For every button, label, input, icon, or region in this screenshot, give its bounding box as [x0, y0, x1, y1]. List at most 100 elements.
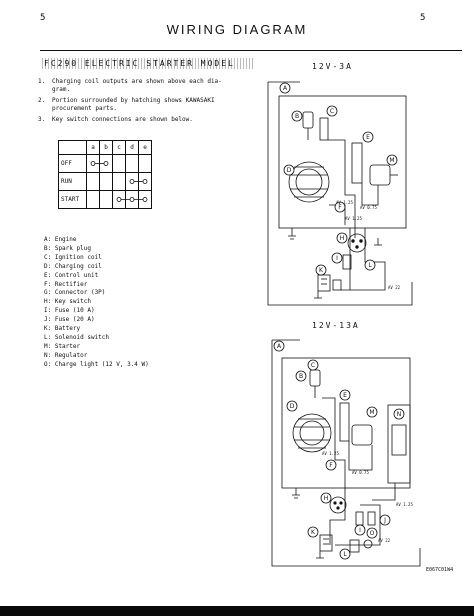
frame-line — [267, 82, 413, 306]
marker-badge: N — [393, 408, 405, 420]
note-number: 2. — [38, 97, 46, 104]
charge-light-shape — [363, 539, 373, 549]
marker-letter: C — [330, 108, 334, 115]
wire-label: AV 1.25 — [345, 216, 362, 221]
marker-badge: K — [315, 264, 327, 276]
marker-letter: E — [366, 134, 370, 141]
engine-enclosure — [278, 95, 407, 229]
frame-line — [271, 340, 421, 567]
legend-item: K: Battery — [44, 325, 81, 333]
switch-terminal — [142, 179, 148, 184]
marker-badge: E — [362, 131, 374, 143]
marker-badge: B — [291, 110, 303, 122]
legend-item: C: Ignition coil — [44, 253, 102, 261]
starter-motor-shape — [351, 424, 373, 446]
switch-terminal — [116, 197, 122, 202]
marker-letter: C — [311, 362, 315, 369]
note-number: 3. — [38, 116, 46, 123]
note-text: Key switch connections are shown below. — [52, 116, 193, 123]
key-switch-table: a b c d e OFF RUN START — [58, 140, 152, 209]
notes-list: 1. Charging coil outputs are shown above… — [38, 78, 238, 127]
marker-badge: I — [331, 252, 343, 264]
note-text: Portion surrounded by hatching shows KAW… — [52, 97, 215, 112]
wire-label: AV 1.25 — [396, 502, 413, 507]
marker-badge: M — [386, 154, 398, 166]
wire-label: AV 1.25 — [322, 451, 339, 456]
marker-badge: D — [286, 400, 298, 412]
marker-badge: A — [279, 82, 291, 94]
wire-label: AV 0.75 — [360, 205, 377, 210]
legend-item: D: Charging coil — [44, 262, 102, 270]
control-unit-shape — [351, 142, 363, 184]
switch-terminal — [103, 161, 109, 166]
marker-badge: A — [273, 340, 285, 352]
marker-letter: E — [343, 392, 347, 399]
legend-item: E: Control unit — [44, 271, 99, 279]
marker-letter: O — [370, 530, 375, 537]
marker-letter: H — [324, 495, 329, 502]
legend-item: N: Regulator — [44, 351, 88, 359]
control-unit-shape — [339, 402, 350, 442]
table-header-cell: e — [138, 140, 152, 155]
marker-letter: J — [383, 517, 386, 524]
legend-item: H: Key switch — [44, 298, 91, 306]
wire-label: AV 1.25 — [336, 200, 353, 205]
legend-item: M: Starter — [44, 342, 81, 350]
page-number-left: 5 — [40, 13, 46, 23]
diagram-top — [267, 81, 413, 306]
page-number-right: 5 — [420, 13, 426, 23]
fuse-shape — [355, 511, 364, 526]
charging-coil-shape — [292, 413, 332, 453]
diagram-bottom-heading: 12V-13A — [312, 321, 360, 330]
fuse-shape — [342, 254, 352, 270]
marker-badge: M — [366, 406, 378, 418]
fuse-shape — [367, 511, 376, 526]
marker-badge: O — [366, 527, 378, 539]
switch-terminal — [142, 197, 148, 202]
legend-item: O: Charge light (12 V, 3.4 W) — [44, 360, 149, 368]
regulator-shape — [387, 404, 411, 484]
figure-code: E067C01W4 — [426, 567, 454, 573]
legend-item: J: Fuse (20 A) — [44, 316, 95, 324]
wire-label: AV 0.75 — [352, 470, 369, 475]
switch-terminal — [129, 197, 135, 202]
marker-badge: C — [307, 359, 319, 371]
note-item: 2. Portion surrounded by hatching shows … — [38, 97, 238, 113]
key-switch-shape — [329, 496, 347, 514]
marker-letter: H — [340, 235, 345, 242]
marker-badge: B — [295, 370, 307, 382]
legend-item: A: Engine — [44, 236, 77, 243]
legend-item: F: Rectifier — [44, 280, 88, 288]
marker-letter: I — [359, 527, 361, 534]
marker-badge: I — [354, 524, 366, 536]
note-item: 3. Key switch connections are shown belo… — [38, 116, 238, 124]
marker-letter: K — [319, 267, 324, 274]
table-header-row: a b c d e — [58, 140, 152, 155]
marker-letter: M — [389, 157, 394, 164]
marker-badge: E — [339, 389, 351, 401]
page-title: WIRING DIAGRAM — [166, 22, 308, 37]
marker-badge: J — [379, 514, 391, 526]
marker-letter: I — [336, 255, 338, 262]
marker-badge: H — [320, 492, 332, 504]
legend-item: I: Fuse (10 A) — [44, 307, 95, 315]
marker-badge: F — [325, 459, 337, 471]
diagram-bottom — [271, 339, 421, 567]
marker-letter: L — [368, 262, 372, 269]
spark-plug-shape — [309, 369, 321, 387]
note-number: 1. — [38, 78, 46, 85]
marker-badge: C — [326, 105, 338, 117]
marker-letter: D — [287, 167, 292, 174]
marker-letter: F — [329, 462, 333, 469]
marker-badge: H — [336, 232, 348, 244]
solenoid-shape — [332, 279, 342, 291]
switch-terminal — [90, 161, 96, 166]
diagram-top-heading: 12V-3A — [312, 62, 353, 71]
wire-label: AV 22 — [378, 538, 391, 543]
marker-letter: N — [397, 411, 402, 418]
legend-item: L: Solenoid switch — [44, 333, 110, 341]
marker-letter: F — [338, 204, 342, 211]
note-text: Charging coil outputs are shown above ea… — [52, 78, 222, 93]
scan-edge-band — [0, 606, 474, 616]
